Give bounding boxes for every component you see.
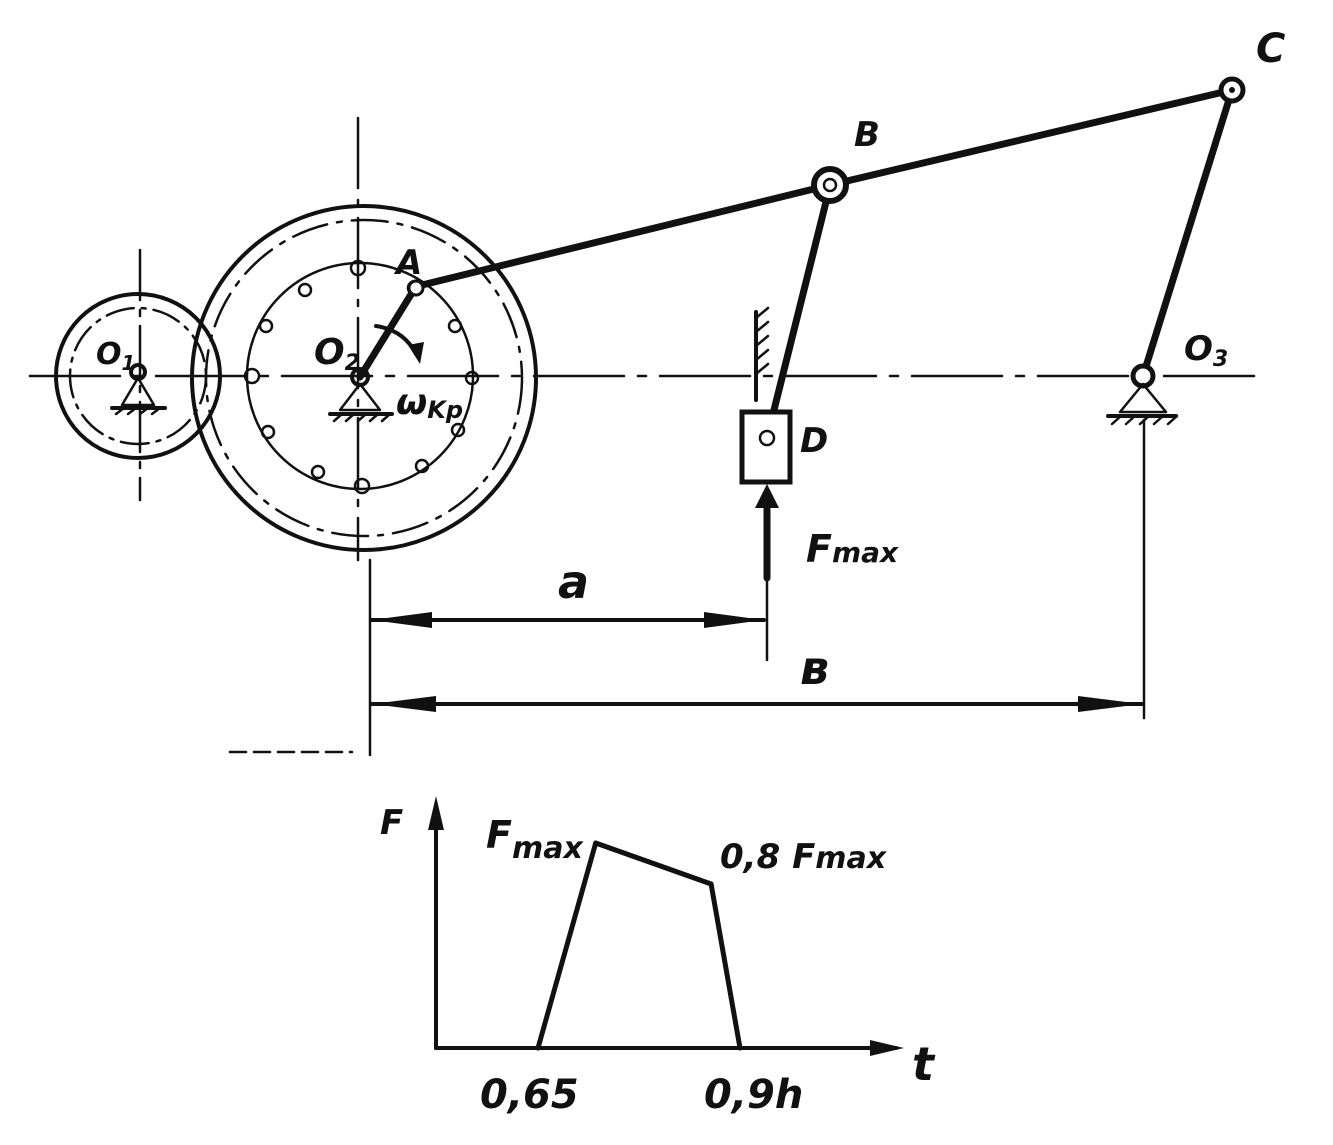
label-c: C xyxy=(1256,26,1285,72)
force-curve-line xyxy=(535,840,743,1051)
label-end-08fmax: 0,8 Fmax xyxy=(720,837,888,877)
label-b: B xyxy=(854,115,880,155)
slider-guide xyxy=(754,306,770,402)
label-d: D xyxy=(800,421,828,461)
label-omega: ωKp xyxy=(396,382,463,424)
rod-ab xyxy=(414,181,834,290)
o2-support xyxy=(328,367,394,423)
rotation-arrowhead xyxy=(408,342,424,364)
link-bd xyxy=(763,182,834,442)
tick-label-065: 0,65 xyxy=(480,1072,579,1118)
o3-support xyxy=(1106,363,1179,426)
slider-d xyxy=(739,409,793,485)
label-fmax: Fmax xyxy=(806,527,899,571)
curve-point-0 xyxy=(535,1045,541,1051)
dimension-a xyxy=(370,612,766,628)
joint-c xyxy=(1218,76,1246,104)
label-peak-fmax: Fmax xyxy=(486,813,584,866)
link-co3 xyxy=(1139,86,1236,380)
graph-ylabel: F xyxy=(380,803,403,843)
dimension-b xyxy=(370,696,1144,712)
tick-label-09h: 0,9h xyxy=(704,1072,803,1118)
curve-point-2 xyxy=(708,881,714,887)
curve-point-1 xyxy=(593,840,599,846)
rod-bc xyxy=(826,86,1236,189)
graph-x-arrowhead xyxy=(870,1040,904,1056)
label-o3: O3 xyxy=(1184,329,1228,372)
crank-o2a xyxy=(356,284,419,381)
graph-y-arrowhead xyxy=(428,796,444,830)
label-a: A xyxy=(393,243,422,283)
label-o2: O2 xyxy=(314,332,360,376)
label-o1: O1 xyxy=(96,337,135,375)
curve-point-3 xyxy=(737,1045,743,1051)
joint-b xyxy=(811,166,849,204)
label-dim-a: a xyxy=(558,555,589,609)
label-dim-b: в xyxy=(800,641,829,695)
force-time-graph: F t Fmax 0,8 Fmax 0,65 0,9h xyxy=(380,796,936,1118)
graph-xlabel: t xyxy=(912,1037,936,1091)
joint-a xyxy=(407,279,425,297)
force-arrowhead xyxy=(755,484,779,508)
gear-o2 xyxy=(190,204,538,552)
